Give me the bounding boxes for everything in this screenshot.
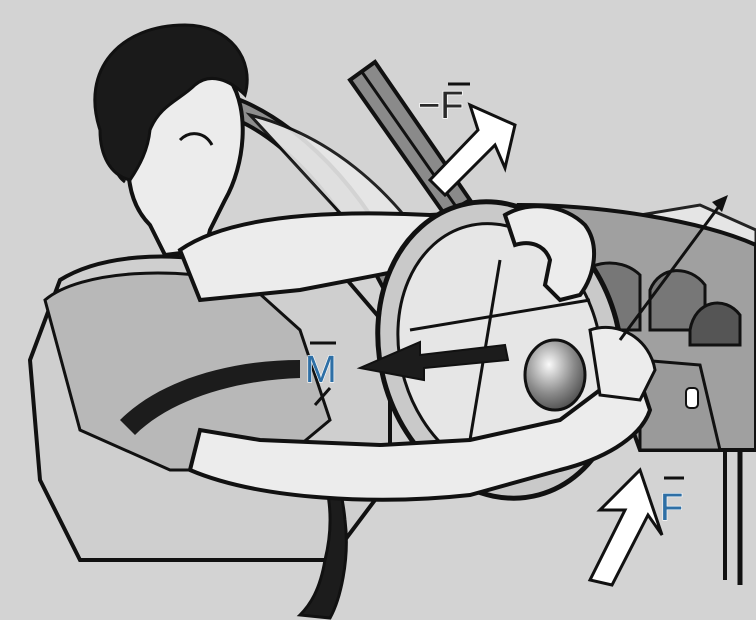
steering-hub <box>525 340 585 410</box>
moment-label: M <box>305 349 337 391</box>
force-arrow <box>590 470 662 585</box>
force-label: F <box>660 487 683 529</box>
neg-force-label: −F <box>418 85 463 127</box>
